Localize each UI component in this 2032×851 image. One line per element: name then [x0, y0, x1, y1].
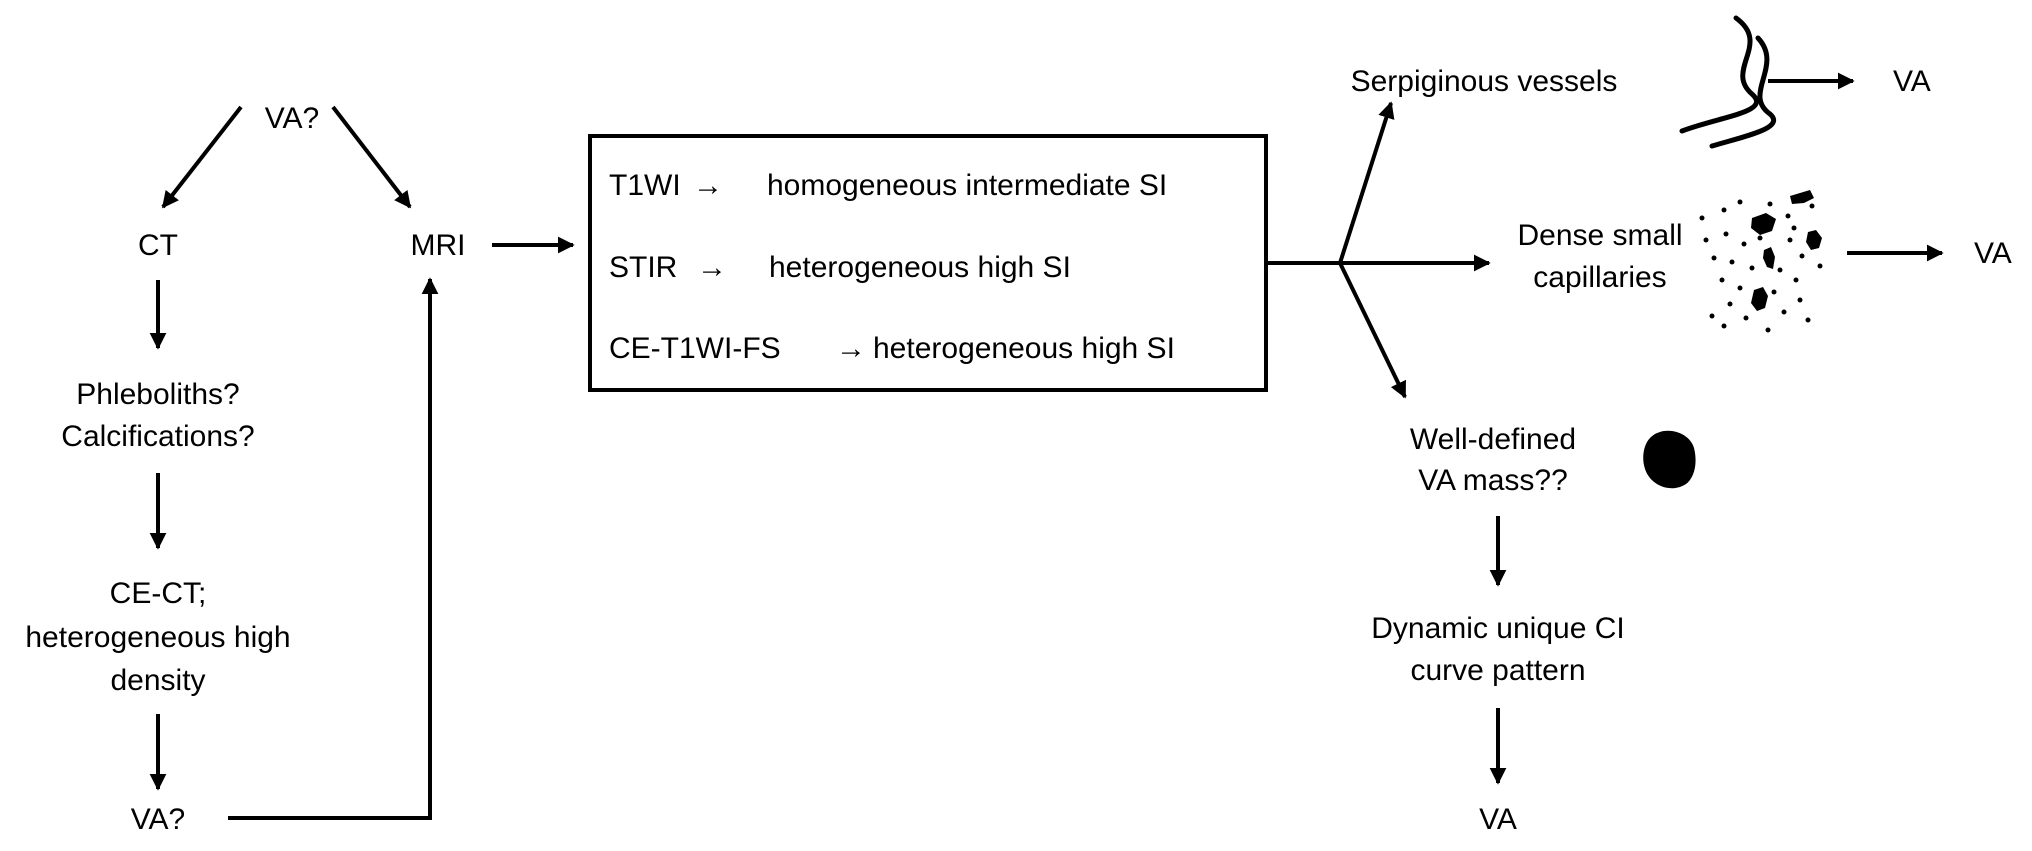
node-va-capillaries: VA	[1974, 237, 2012, 270]
box-row3-arrow: →	[836, 332, 866, 365]
node-serpiginous: Serpiginous vessels	[1351, 65, 1618, 98]
box-row3-result: heterogeneous high SI	[873, 332, 1175, 365]
well-defined-mass-icon	[1643, 430, 1696, 489]
node-calcifications: Calcifications?	[61, 420, 254, 453]
node-dynamic-line2: curve pattern	[1410, 654, 1585, 687]
edge-va-to-mri	[331, 105, 412, 209]
node-ct: CT	[138, 229, 178, 262]
box-row2-result: heterogeneous high SI	[769, 251, 1071, 284]
dense-capillaries-icon	[1699, 190, 1823, 333]
node-well-line2: VA mass??	[1418, 464, 1568, 497]
box-row1-arrow: →	[693, 169, 723, 202]
box-row1-sequence: T1WI	[609, 169, 681, 202]
node-va-ct: VA?	[131, 803, 185, 836]
node-cect-line2: heterogeneous high	[25, 621, 290, 654]
node-cect-line3: density	[110, 664, 205, 697]
box-row3-sequence: CE-T1WI-FS	[609, 332, 781, 365]
node-va-serpiginous: VA	[1893, 65, 1931, 98]
node-mri: MRI	[411, 229, 466, 262]
box-row1-result: homogeneous intermediate SI	[767, 169, 1167, 202]
box-row2-sequence: STIR	[609, 251, 677, 284]
mri-findings-box	[588, 134, 1268, 392]
edge-va-to-ct	[161, 105, 243, 209]
node-dynamic-line1: Dynamic unique CI	[1371, 612, 1624, 645]
edge-split-to-mass	[1338, 262, 1407, 399]
node-va-start: VA?	[265, 102, 319, 135]
node-well-line1: Well-defined	[1410, 423, 1576, 456]
node-va-final: VA	[1479, 803, 1517, 836]
serpiginous-vessels-icon	[1679, 15, 1776, 149]
edge-split-to-serpiginous	[1338, 101, 1395, 264]
node-dense-line2: capillaries	[1533, 261, 1666, 294]
node-phleboliths: Phleboliths?	[76, 378, 239, 411]
box-row2-arrow: →	[697, 251, 727, 284]
edge-va-to-mri-return	[228, 277, 439, 820]
node-cect-line1: CE-CT;	[110, 577, 207, 610]
node-dense-line1: Dense small	[1517, 219, 1682, 252]
